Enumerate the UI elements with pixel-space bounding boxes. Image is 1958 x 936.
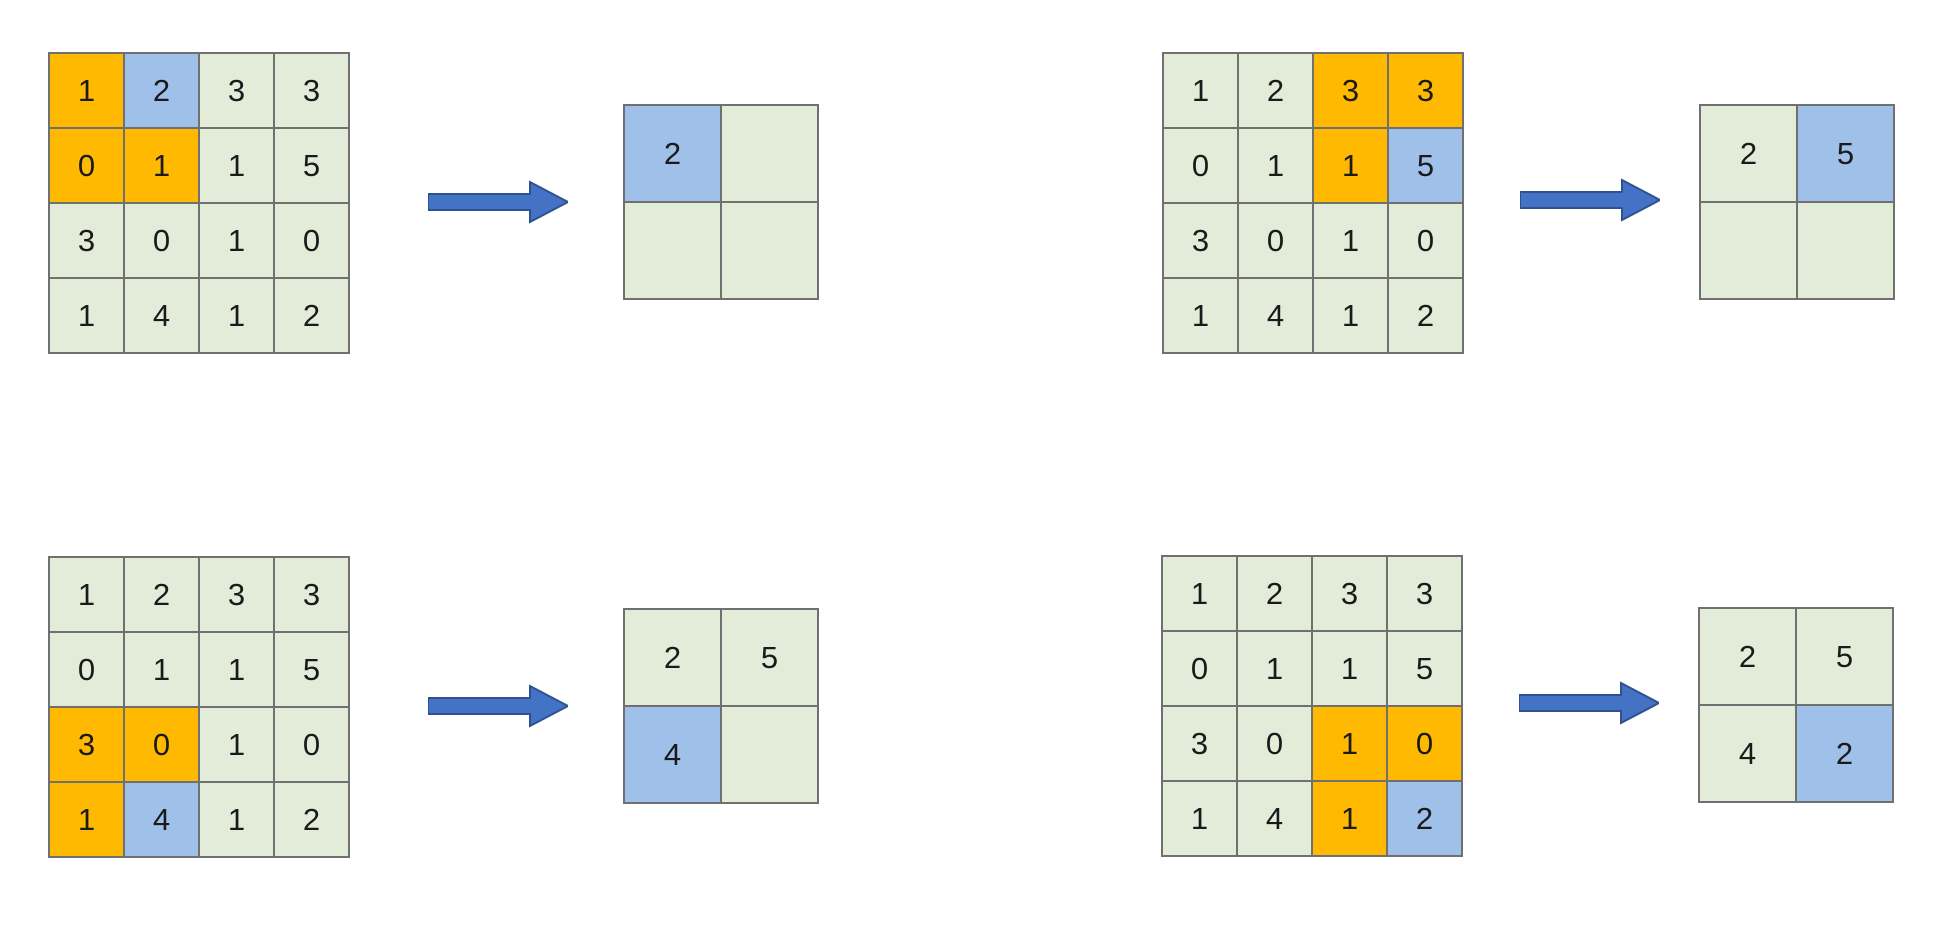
input-cell: 3 (1313, 557, 1388, 632)
input-cell: 3 (1388, 557, 1463, 632)
input-cell: 1 (1163, 782, 1238, 857)
input-cell: 1 (1314, 204, 1389, 279)
input-cell: 2 (1238, 557, 1313, 632)
input-cell: 3 (200, 558, 275, 633)
input-cell: 1 (1239, 129, 1314, 204)
input-cell: 5 (1388, 632, 1463, 707)
input-cell: 1 (50, 558, 125, 633)
output-cell (722, 106, 819, 203)
output-cell (722, 707, 819, 804)
input-cell: 1 (125, 129, 200, 204)
input-cell: 4 (1239, 279, 1314, 354)
input-cell: 1 (50, 783, 125, 858)
input-cell: 1 (1313, 632, 1388, 707)
input-cell: 0 (275, 204, 350, 279)
input-cell: 0 (1389, 204, 1464, 279)
output-cell (1701, 203, 1798, 300)
input-cell: 5 (1389, 129, 1464, 204)
input-cell: 3 (275, 54, 350, 129)
input-cell: 3 (1163, 707, 1238, 782)
input-cell: 1 (1314, 279, 1389, 354)
output-cell: 5 (1798, 106, 1895, 203)
output-cell: 2 (1797, 706, 1894, 803)
output-cell (722, 203, 819, 300)
output-cell: 2 (1701, 106, 1798, 203)
input-cell: 0 (50, 633, 125, 708)
input-cell: 1 (50, 279, 125, 354)
input-cell: 2 (275, 783, 350, 858)
input-cell: 4 (1238, 782, 1313, 857)
output-cell (1798, 203, 1895, 300)
input-cell: 1 (1164, 279, 1239, 354)
input-cell: 3 (50, 204, 125, 279)
output-cell: 2 (625, 610, 722, 707)
input-cell: 0 (275, 708, 350, 783)
input-cell: 1 (1238, 632, 1313, 707)
input-cell: 4 (125, 783, 200, 858)
input-cell: 3 (200, 54, 275, 129)
output-cell (625, 203, 722, 300)
input-cell: 0 (1388, 707, 1463, 782)
input-cell: 2 (125, 558, 200, 633)
right-arrow-icon (1519, 681, 1659, 725)
input-cell: 0 (1163, 632, 1238, 707)
input-cell: 0 (1164, 129, 1239, 204)
input-cell: 1 (200, 129, 275, 204)
input-cell: 4 (125, 279, 200, 354)
input-cell: 5 (275, 129, 350, 204)
input-cell: 0 (125, 708, 200, 783)
right-arrow-icon (428, 684, 568, 728)
output-cell: 2 (1700, 609, 1797, 706)
input-cell: 1 (1313, 782, 1388, 857)
output-cell: 5 (722, 610, 819, 707)
input-cell: 1 (200, 633, 275, 708)
output-cell: 2 (625, 106, 722, 203)
input-cell: 3 (50, 708, 125, 783)
input-cell: 3 (1389, 54, 1464, 129)
input-cell: 0 (1239, 204, 1314, 279)
input-cell: 0 (50, 129, 125, 204)
input-cell: 0 (1238, 707, 1313, 782)
input-cell: 3 (1314, 54, 1389, 129)
input-cell: 1 (50, 54, 125, 129)
input-cell: 3 (1164, 204, 1239, 279)
input-cell: 2 (275, 279, 350, 354)
output-cell: 5 (1797, 609, 1894, 706)
input-cell: 2 (1388, 782, 1463, 857)
right-arrow-icon (1520, 178, 1660, 222)
input-cell: 2 (1239, 54, 1314, 129)
input-cell: 1 (1314, 129, 1389, 204)
input-cell: 2 (125, 54, 200, 129)
input-cell: 1 (1164, 54, 1239, 129)
input-cell: 1 (1313, 707, 1388, 782)
input-cell: 1 (125, 633, 200, 708)
input-cell: 1 (200, 708, 275, 783)
output-cell: 4 (1700, 706, 1797, 803)
input-cell: 1 (200, 783, 275, 858)
input-cell: 1 (1163, 557, 1238, 632)
input-cell: 3 (275, 558, 350, 633)
input-cell: 1 (200, 279, 275, 354)
input-cell: 1 (200, 204, 275, 279)
output-cell: 4 (625, 707, 722, 804)
output-matrix: 2 (623, 104, 819, 300)
input-cell: 0 (125, 204, 200, 279)
input-cell: 5 (275, 633, 350, 708)
input-cell: 2 (1389, 279, 1464, 354)
right-arrow-icon (428, 180, 568, 224)
